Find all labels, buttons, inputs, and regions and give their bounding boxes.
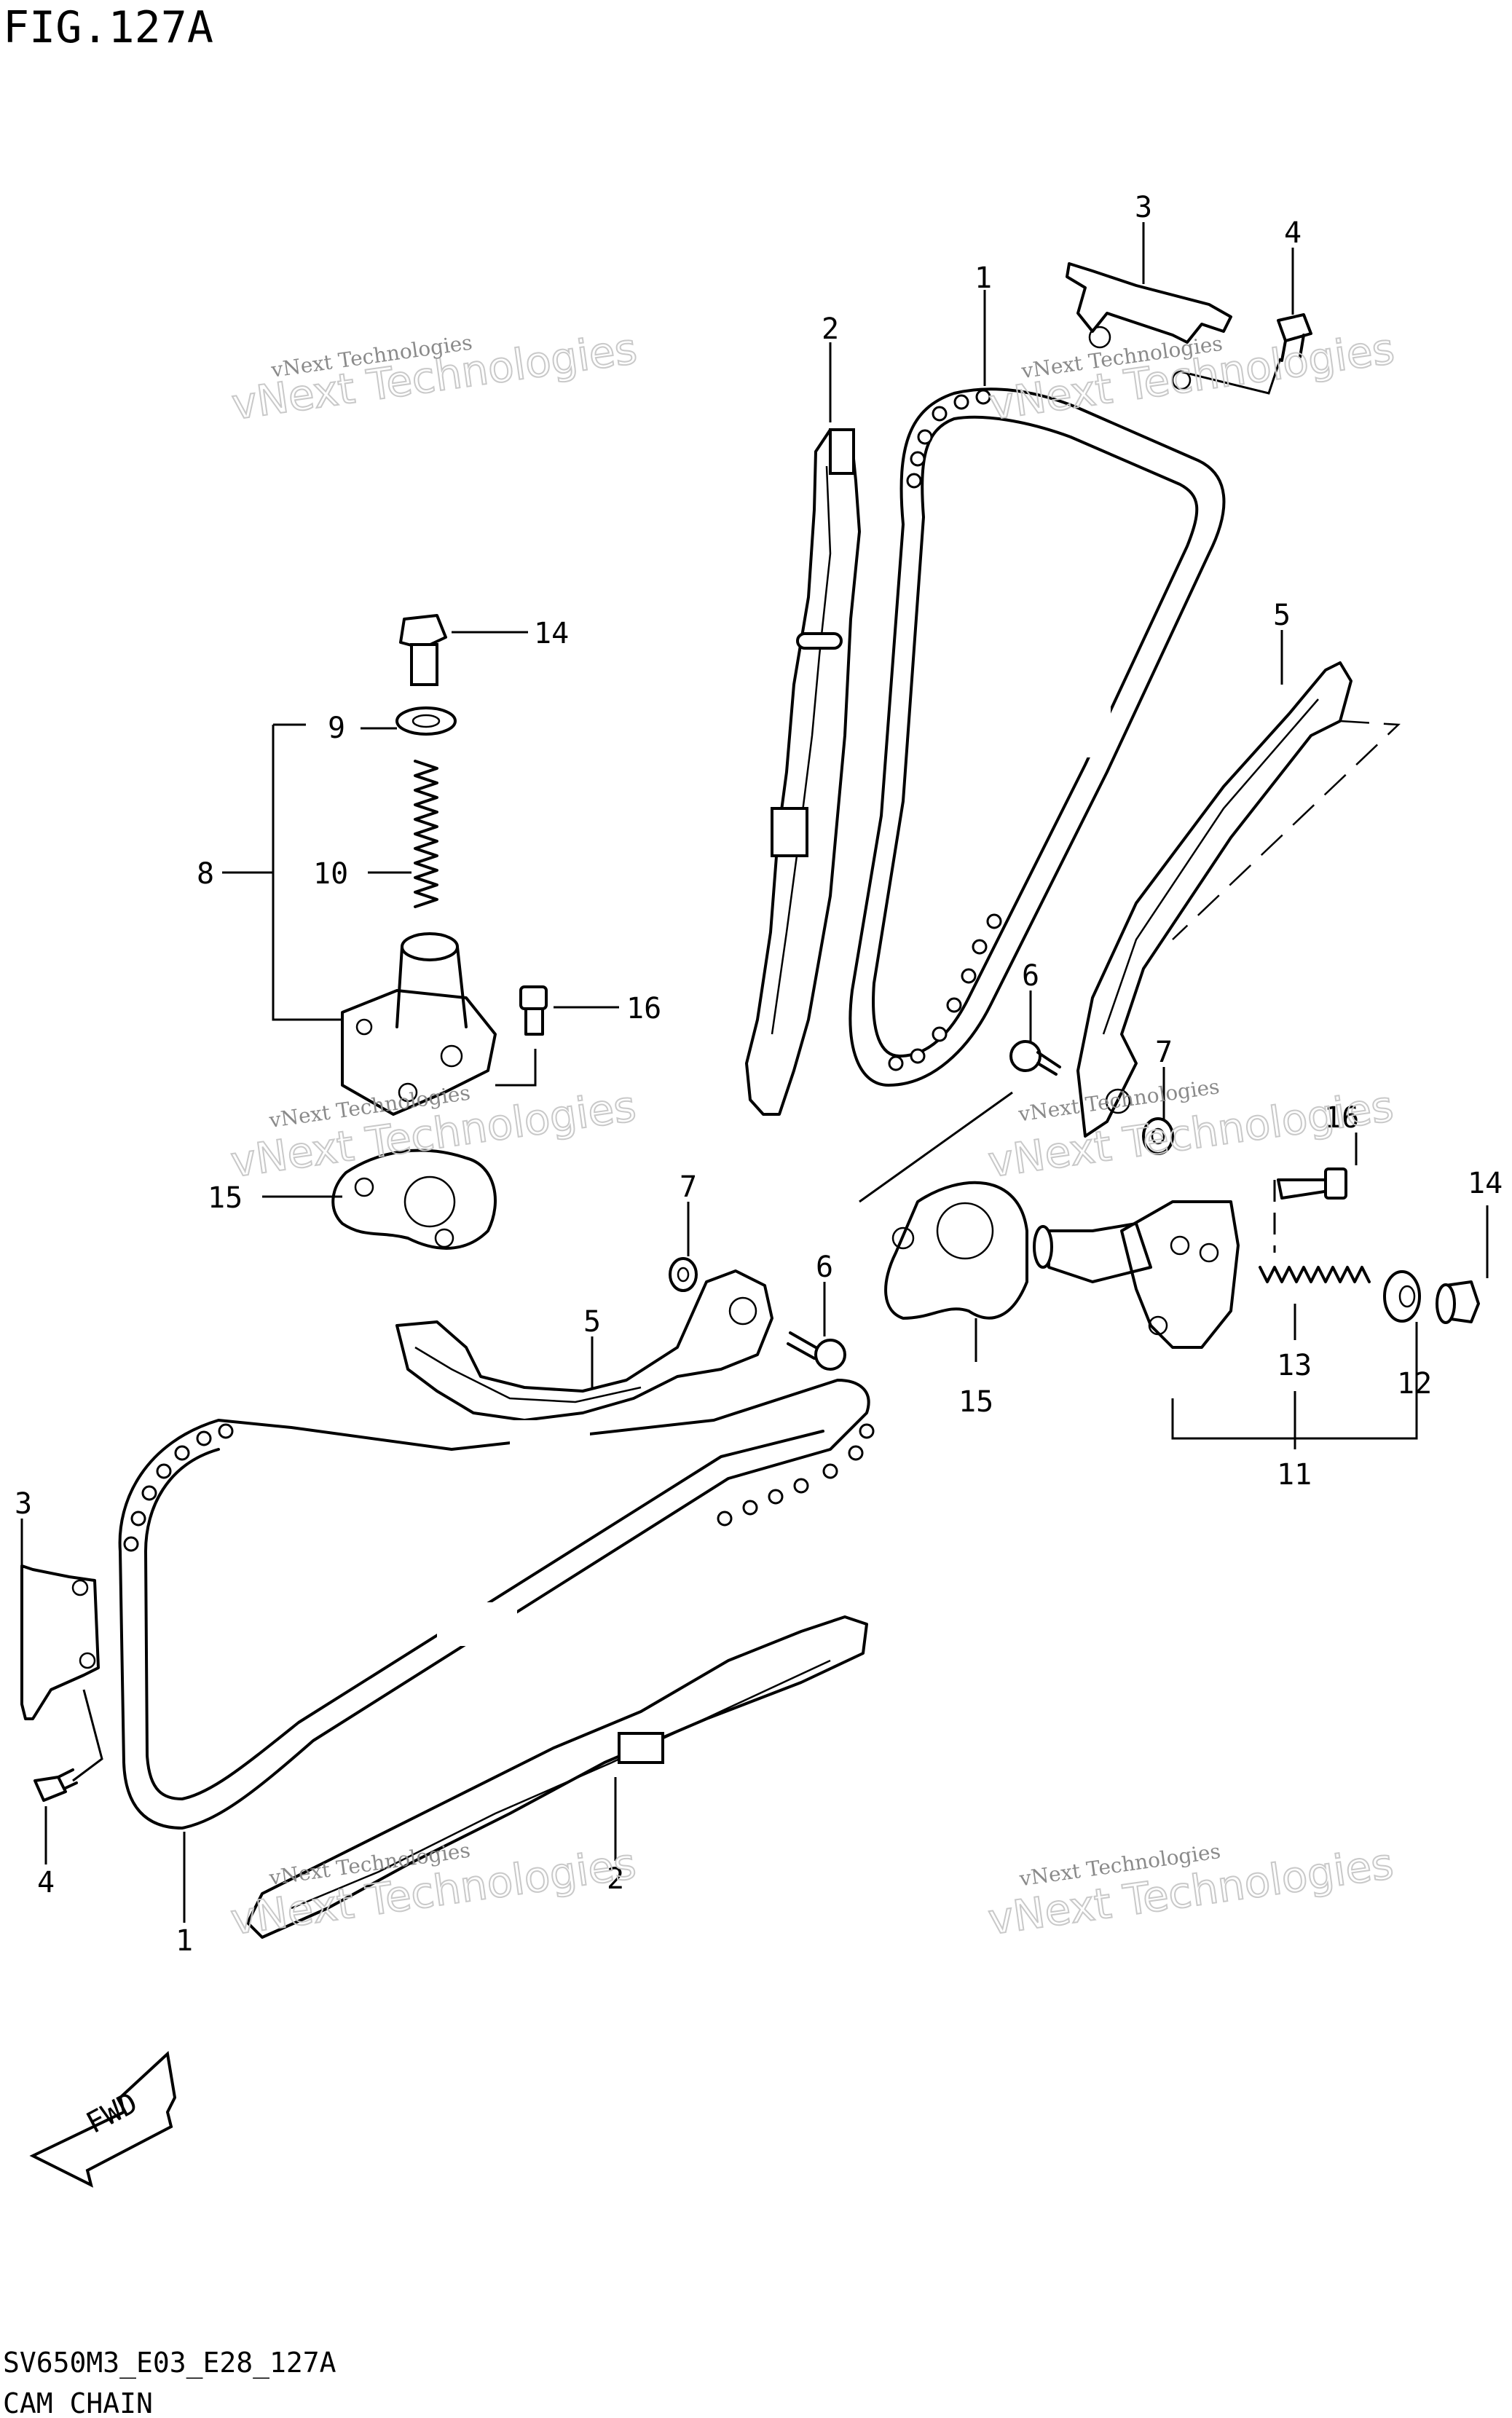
- part-4-upper-bolt[interactable]: [1179, 313, 1312, 395]
- leader-lines: [20, 222, 1489, 1923]
- lower-chain-links: [123, 1423, 875, 1552]
- callout-4-upper: 4: [1284, 216, 1302, 250]
- callout-8: 8: [197, 857, 214, 891]
- callout-3-lower: 3: [15, 1487, 32, 1521]
- part-11-right-tensioner-body[interactable]: [1033, 1200, 1240, 1349]
- callout-16-left: 16: [626, 992, 661, 1025]
- figure-code: SV650M3_E03_E28_127A: [3, 2347, 336, 2379]
- callout-6-lower: 6: [816, 1251, 833, 1284]
- part-14-left-bolt[interactable]: [399, 614, 447, 686]
- callout-5-upper: 5: [1273, 599, 1291, 632]
- callout-15-left: 15: [208, 1181, 243, 1215]
- callout-1-upper: 1: [974, 261, 992, 295]
- fwd-arrow-icon: FWD: [29, 2051, 177, 2188]
- figure-caption: CAM CHAIN: [3, 2387, 153, 2418]
- part-9-washer[interactable]: [395, 706, 457, 736]
- part-14-right-plug[interactable]: [1436, 1280, 1480, 1324]
- part-15-right-gasket[interactable]: [859, 1091, 1028, 1320]
- callout-7-upper: 7: [1155, 1036, 1173, 1069]
- callout-labels: 1 2 3 4 5 6 7 14 9 8 10 16 15 16 14 13 1…: [15, 191, 1503, 1958]
- callout-2-upper: 2: [822, 312, 839, 346]
- part-1-lower-chain[interactable]: [118, 1379, 875, 1830]
- callout-3-upper: 3: [1135, 191, 1152, 224]
- bracket-8: [272, 723, 342, 1021]
- callout-12: 12: [1397, 1367, 1432, 1401]
- part-10-spring[interactable]: [414, 760, 438, 908]
- callout-15-right: 15: [958, 1385, 993, 1419]
- callout-13: 13: [1277, 1349, 1312, 1382]
- part-15-left-gasket[interactable]: [331, 1149, 497, 1250]
- callout-2-lower: 2: [607, 1862, 624, 1896]
- part-5-lower-guide[interactable]: [395, 1269, 773, 1422]
- part-2-upper-guide[interactable]: [745, 428, 861, 1116]
- callout-7-lower: 7: [680, 1170, 697, 1204]
- part-13-right-spring[interactable]: [1259, 1266, 1371, 1283]
- callout-4-lower: 4: [37, 1866, 55, 1899]
- part-8-left-tensioner-body[interactable]: [341, 932, 497, 1116]
- callout-10: 10: [313, 857, 348, 891]
- part-1-upper-chain[interactable]: [848, 387, 1226, 1087]
- figure-title: FIG.127A: [3, 2, 213, 53]
- part-3-lower-guide-plate[interactable]: [20, 1564, 103, 1782]
- part-6-lower-bolt[interactable]: [787, 1331, 846, 1371]
- upper-chain-links: [888, 389, 1002, 1071]
- part-7-lower-washer[interactable]: [669, 1257, 698, 1292]
- callout-1-lower: 1: [176, 1924, 193, 1958]
- part-7-upper-washer[interactable]: [1142, 1117, 1174, 1155]
- part-5-upper-guide[interactable]: [1076, 661, 1401, 1138]
- part-4-lower-bolt[interactable]: [34, 1768, 78, 1802]
- part-16-right-bolt[interactable]: [1273, 1167, 1347, 1253]
- callout-14-left: 14: [534, 617, 569, 650]
- part-12-right-washer[interactable]: [1383, 1270, 1421, 1323]
- callout-5-lower: 5: [583, 1305, 601, 1339]
- callout-14-right: 14: [1468, 1167, 1503, 1200]
- callout-9: 9: [328, 712, 345, 745]
- part-16-left-bolt[interactable]: [495, 985, 548, 1087]
- part-2-lower-guide[interactable]: [246, 1615, 868, 1939]
- callout-6-upper: 6: [1022, 959, 1039, 993]
- callout-16-right: 16: [1324, 1101, 1359, 1135]
- callout-11: 11: [1277, 1458, 1312, 1492]
- part-6-upper-bolt[interactable]: [1009, 1040, 1061, 1076]
